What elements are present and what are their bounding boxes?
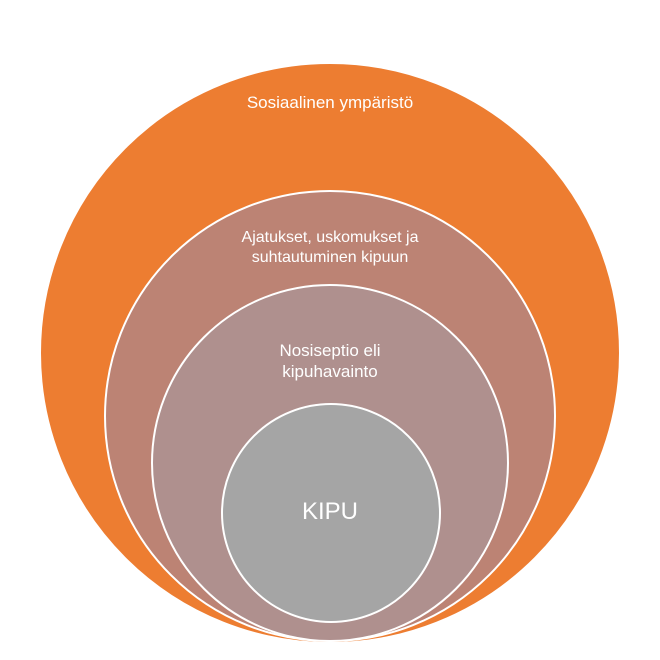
label-line: KIPU	[301, 498, 358, 525]
label-line: Nosiseptio eli	[279, 341, 381, 360]
label-pain: KIPU	[230, 497, 430, 527]
label-social-environment: Sosiaalinen ympäristö	[130, 92, 530, 113]
label-thoughts-beliefs: Ajatukset, uskomukset ja suhtautuminen k…	[130, 228, 530, 268]
label-line: kipuhavainto	[282, 362, 378, 382]
circle-pain-core	[221, 403, 441, 623]
label-nociception: Nosiseptio eli kipuhavainto	[180, 340, 480, 383]
label-line: suhtautuminen kipuun	[251, 249, 409, 266]
label-line: Ajatukset, uskomukset ja	[241, 229, 419, 246]
label-line: Sosiaalinen ympäristö	[246, 93, 414, 112]
